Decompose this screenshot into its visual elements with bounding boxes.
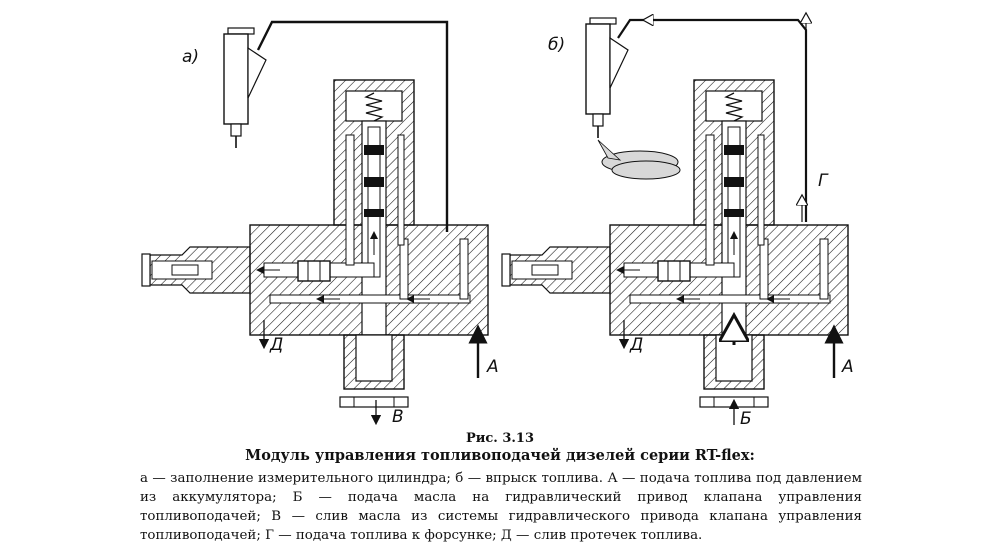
- figure-title: Модуль управления топливоподачей дизелей…: [245, 447, 755, 464]
- panel-a-label: а): [182, 47, 199, 67]
- arrow-d-label-a: Д: [269, 335, 283, 355]
- arrow-g-label: Г: [818, 171, 829, 191]
- injector-b-icon: [585, 17, 629, 139]
- panel-a: а) А Д В: [142, 20, 499, 427]
- figure-caption-text: а — заполнение измерительного цилиндра; …: [140, 471, 862, 543]
- arrow-v-label-a: В: [392, 407, 404, 427]
- arrow-b-label: Б: [740, 409, 752, 429]
- arrow-a-label-a: А: [486, 357, 499, 377]
- panel-b-label: б): [548, 35, 565, 55]
- figure-number: Рис. 3.13: [465, 431, 535, 446]
- arrow-d-label-b: Д: [629, 335, 643, 355]
- fuel-spray-icon: [597, 139, 681, 180]
- panel-b: б) Г А Д Б: [502, 14, 854, 429]
- fuel-module-diagram: а) А Д В б) Г А Д Б: [0, 0, 854, 429]
- arrow-a-label-b: А: [841, 357, 854, 377]
- figure-caption: а — заполнение измерительного цилиндра; …: [140, 469, 862, 545]
